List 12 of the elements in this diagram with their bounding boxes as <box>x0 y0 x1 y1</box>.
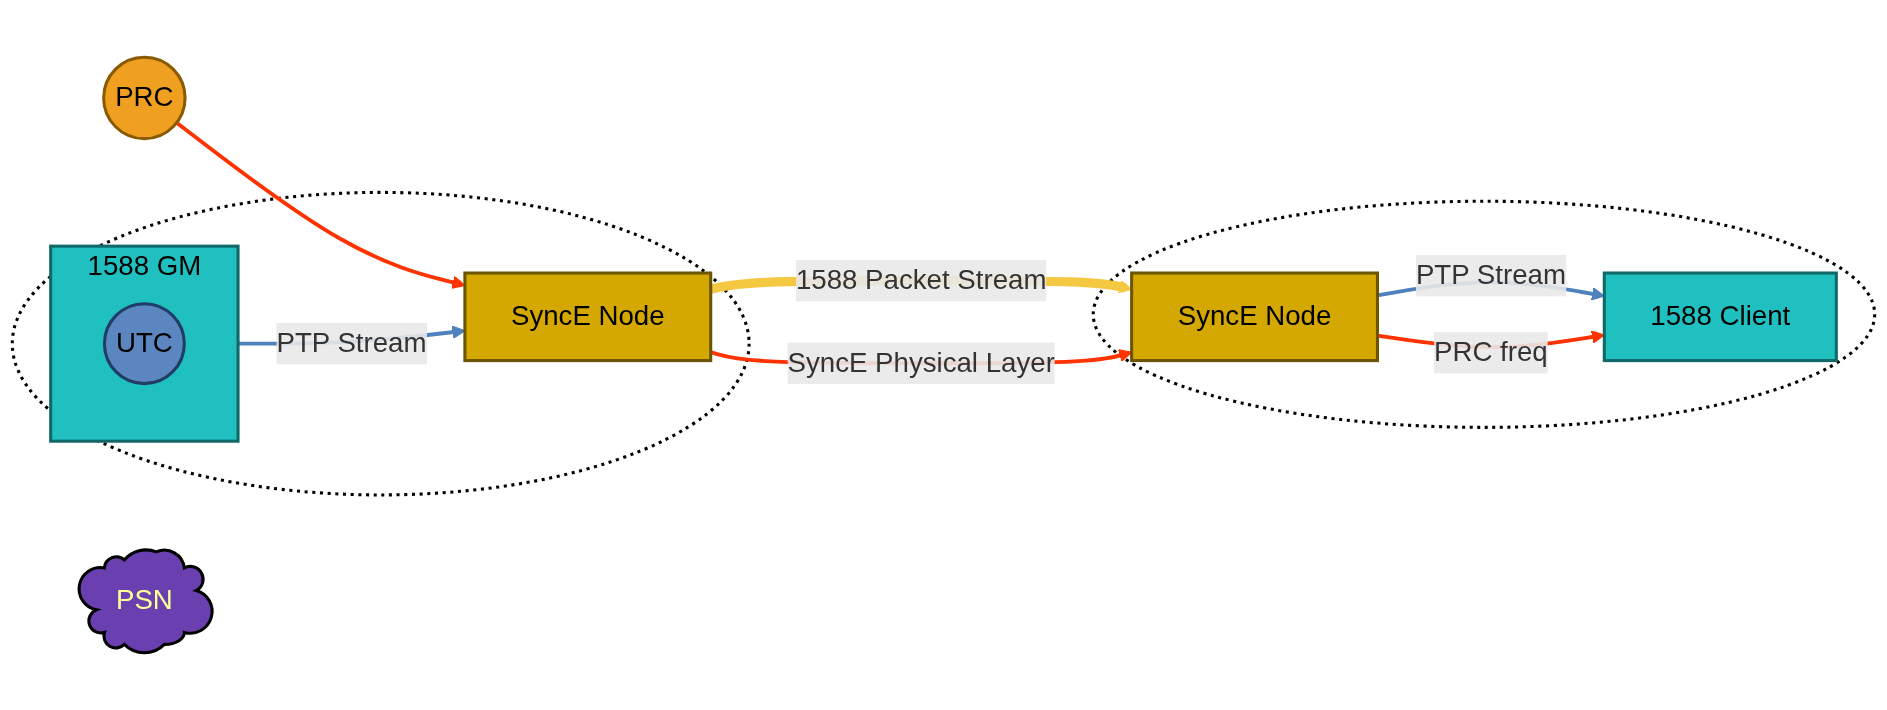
node-box: SyncE Node <box>463 271 713 363</box>
edge-label: PRC freq <box>1434 336 1548 368</box>
dotted-ellipse <box>1091 199 1877 429</box>
dotted-ellipse <box>10 190 751 497</box>
node-circle: UTC <box>102 302 186 386</box>
node-box: SyncE Node <box>1130 271 1379 363</box>
edge-label: 1588 Packet Stream <box>795 264 1047 296</box>
node-box: 1588 Client <box>1602 271 1838 363</box>
edge-label: PTP Stream <box>1415 259 1566 291</box>
edge-label: PTP Stream <box>276 327 427 359</box>
edge-label: SyncE Physical Layer <box>787 347 1055 378</box>
node-circle: PRC <box>102 55 187 141</box>
